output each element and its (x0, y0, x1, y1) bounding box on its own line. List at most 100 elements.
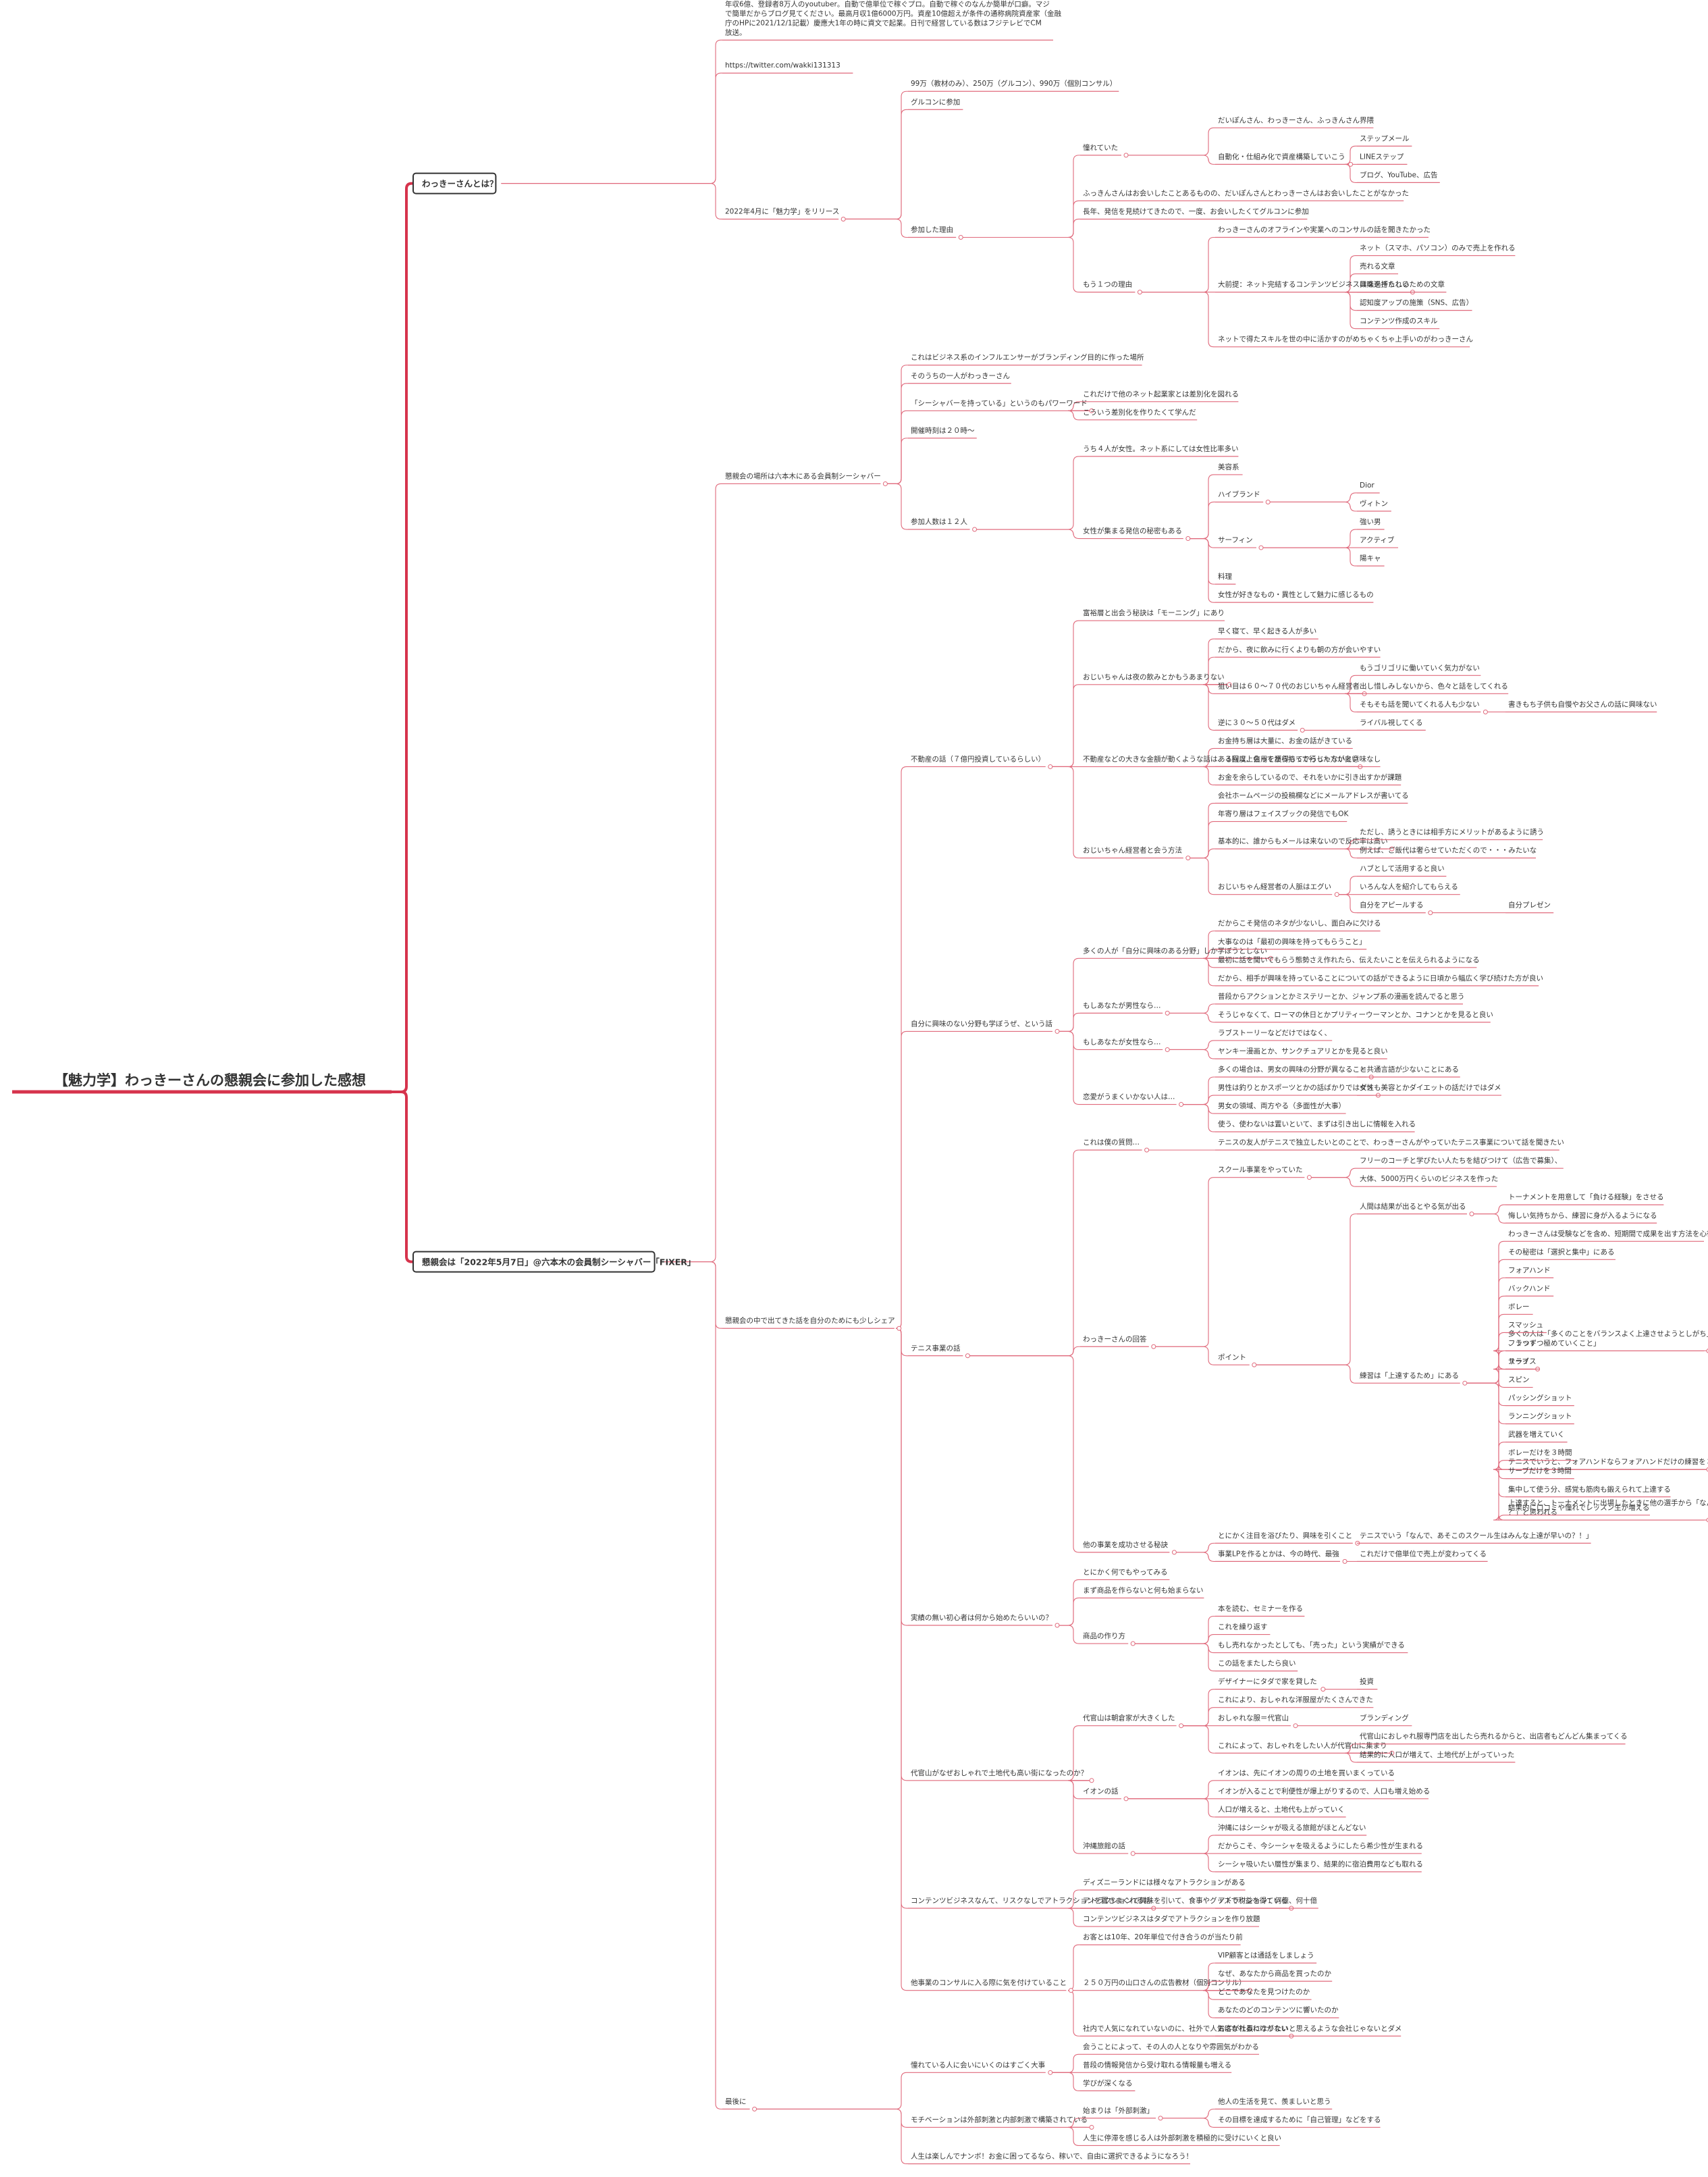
collapse-toggle-icon[interactable] (1165, 1047, 1170, 1052)
topic-level-2[interactable]: 2022年4月に「魅力学」をリリース (722, 207, 846, 221)
collapse-toggle-icon[interactable] (1179, 1723, 1184, 1729)
topic-level-6[interactable]: 大体、5000万円くらいのビジネスを作った (1357, 1174, 1498, 1187)
topic-level-5[interactable]: サーフィン (1215, 536, 1264, 550)
topic-level-5[interactable]: 男性は釣りとかスポーツとかの話ばかりではダメ (1215, 1083, 1381, 1098)
topic-level-4[interactable]: わっきーさんの回答 (1080, 1334, 1156, 1349)
topic-level-9[interactable]: スピン (1505, 1376, 1533, 1388)
topic-level-5[interactable]: シーシャ吸いたい層性が集まり、結果的に宿泊費用なども取れる (1215, 1860, 1423, 1872)
topic-level-5[interactable]: あなたのどのコンテンツに響いたのか (1215, 2005, 1339, 2018)
collapse-toggle-icon[interactable] (1320, 1687, 1326, 1692)
topic-level-3[interactable]: グルコンに参加 (908, 97, 963, 110)
collapse-toggle-icon[interactable] (1130, 1641, 1136, 1646)
topic-level-2[interactable]: 懇親会の中で出てきた話を自分のためにも少しシェア (722, 1316, 902, 1331)
topic-level-4[interactable]: 学びが深くなる (1080, 2078, 1136, 2091)
topic-level-4[interactable]: 商品の作り方 (1080, 1631, 1136, 1646)
topic-level-8[interactable]: 結果的に口コミや憧れでレッスン生が増える (1505, 1503, 1650, 1516)
topic-level-5[interactable]: おしゃれな服＝代官山 (1215, 1714, 1298, 1729)
collapse-toggle-icon[interactable] (1089, 408, 1094, 413)
topic-level-5[interactable]: 使う、使わないは置いといて、まずは引き出しに情報を入れる (1215, 1120, 1416, 1132)
topic-level-5[interactable]: これにより、おしゃれな洋服屋がたくさんできた (1215, 1696, 1374, 1708)
collapse-toggle-icon[interactable] (1348, 161, 1354, 167)
topic-level-6[interactable]: ステップメール (1357, 134, 1412, 147)
topic-level-5[interactable]: とにかく注目を浴びたり、興味を引くこと (1215, 1531, 1360, 1546)
collapse-toggle-icon[interactable] (1462, 1380, 1468, 1386)
topic-level-5[interactable]: ラブストーリーなどだけではなく、 (1215, 1028, 1333, 1041)
topic-level-4[interactable]: 恋愛がうまくいかない人は… (1080, 1093, 1184, 1107)
collapse-toggle-icon[interactable] (897, 1326, 902, 1331)
collapse-toggle-icon[interactable] (1227, 682, 1232, 687)
topic-level-4[interactable]: 長年、発信を見続けてきたので、一度、お会いしたくてグルコンに参加 (1080, 207, 1309, 220)
topic-level-6[interactable]: 興味を持たれるための文章 (1357, 280, 1447, 293)
topic-level-5[interactable]: アトラクション：何億、何十億 (1215, 1896, 1318, 1909)
topic-level-4[interactable]: うち４人が女性。ネット系にしては女性比率多い (1080, 444, 1238, 457)
topic-level-3[interactable]: そのうちの一人がわっきーさん (908, 371, 1011, 384)
topic-level-5[interactable]: だから、相手が興味を持っていることについての話ができるように日頃から幅広く学び続… (1215, 974, 1543, 987)
topic-level-3[interactable]: 参加した理由 (908, 226, 963, 240)
topic-level-6[interactable]: ブログ、YouTube、広告 (1357, 170, 1440, 184)
topic-level-2[interactable]: https://twitter.com/wakki131313 (722, 61, 853, 74)
topic-level-5[interactable]: 逆に３０〜５０代はダメ (1215, 718, 1305, 733)
topic-level-8[interactable]: バックハンド (1505, 1284, 1554, 1296)
topic-level-3[interactable]: 99万（教材のみ）、250万（グルコン）、990万（個別コンサル） (908, 79, 1119, 92)
collapse-toggle-icon[interactable] (1158, 2116, 1163, 2121)
topic-level-5[interactable]: わっきーさんのオフラインや実業へのコンサルの話を聞きたかった (1215, 226, 1431, 238)
collapse-toggle-icon[interactable] (1428, 910, 1433, 916)
topic-level-4[interactable]: 多くの人が「自分に興味のある分野」しか学ぼうとしない (1080, 946, 1273, 961)
topic-level-2[interactable]: 年収6億、登録者8万人のyoutuber。自動で億単位で稼ぐプロ。自動で稼ぐのな… (722, 0, 1061, 41)
main-branch-1[interactable]: わっきーさんとは？ (412, 172, 498, 194)
topic-level-4[interactable]: まず商品を作らないと何も始まらない (1080, 1585, 1204, 1599)
topic-level-4[interactable]: コンテンツビジネスはタダでアトラクションを作り放題 (1080, 1914, 1260, 1927)
topic-level-5[interactable]: スクール事業をやっていた (1215, 1165, 1312, 1180)
topic-level-8[interactable]: ボレー (1505, 1303, 1533, 1315)
collapse-toggle-icon[interactable] (1048, 2070, 1053, 2075)
collapse-toggle-icon[interactable] (1300, 727, 1305, 733)
topic-level-4[interactable]: ディズニーランドには様々なアトラクションがある (1080, 1878, 1246, 1891)
topic-level-6[interactable]: いろんな人を紹介してもらえる (1357, 883, 1460, 895)
topic-level-5[interactable]: 基本的に、誰からもメールは来ないので反応率は高い (1215, 837, 1395, 851)
topic-level-6[interactable]: 自分をアピールする (1357, 901, 1433, 916)
topic-level-3[interactable]: 憧れている人に会いにいくのはすごく大事 (908, 2060, 1053, 2075)
topic-level-3[interactable]: モチベーションは外部刺激と内部刺激で構築されている (908, 2115, 1094, 2130)
topic-level-2[interactable]: 懇親会の場所は六本木にある会員制シーシャバー (722, 471, 888, 486)
topic-level-5[interactable]: 料理 (1215, 572, 1236, 585)
topic-level-5[interactable]: お金を余らしているので、それをいかに引き出すかが課題 (1215, 772, 1402, 786)
collapse-toggle-icon[interactable] (1055, 1623, 1060, 1628)
topic-level-6[interactable]: ハブとして活用すると良い (1357, 864, 1447, 877)
topic-level-5[interactable]: 人口が増えると、土地代も上がっていく (1215, 1805, 1346, 1818)
topic-level-5[interactable]: イオンは、先にイオンの周りの土地を買いまくっている (1215, 1768, 1395, 1781)
collapse-toggle-icon[interactable] (1268, 955, 1273, 961)
topic-level-8[interactable]: フォアハンド (1505, 1266, 1554, 1278)
topic-level-5[interactable]: だからこそ発信のネタが少ないし、面白みに欠ける (1215, 919, 1381, 932)
topic-level-3[interactable]: 「シーシャバーを持っている」というのもパワーワード (908, 398, 1094, 413)
topic-level-5[interactable]: VIP顧客とは通話をしましょう (1215, 1951, 1317, 1964)
topic-level-7[interactable]: テニスでいうと、フォアハンドならフォアハンドだけの練習を３時間やる (1505, 1457, 1708, 1472)
collapse-toggle-icon[interactable] (1389, 1750, 1395, 1756)
collapse-toggle-icon[interactable] (1306, 1175, 1312, 1180)
topic-level-5[interactable]: イオンが入ることで利便性が爆上がりするので、人口も増え始める (1215, 1787, 1430, 1800)
topic-level-3[interactable]: 代官山がなぜおしゃれで土地代も高い街になったのか？ (908, 1768, 1094, 1783)
topic-level-5[interactable]: 狙い目は６０〜７０代のおじいちゃん経営者 (1215, 681, 1367, 696)
collapse-toggle-icon[interactable] (972, 527, 978, 532)
collapse-toggle-icon[interactable] (1334, 892, 1339, 897)
topic-level-4[interactable]: これは僕の質問… (1080, 1138, 1150, 1153)
topic-level-4[interactable]: おじいちゃん経営者と会う方法 (1080, 846, 1191, 861)
collapse-toggle-icon[interactable] (882, 481, 888, 486)
topic-level-6[interactable]: ライバル視してくる (1357, 718, 1426, 731)
collapse-toggle-icon[interactable] (1483, 709, 1488, 714)
collapse-toggle-icon[interactable] (958, 235, 963, 240)
topic-level-5[interactable]: 事業LPを作るとかは、今の時代、最強 (1215, 1549, 1347, 1564)
collapse-toggle-icon[interactable] (1258, 545, 1264, 550)
topic-level-4[interactable]: もしあなたが女性なら… (1080, 1037, 1170, 1052)
topic-level-5[interactable]: この話をまたしたら良い (1215, 1659, 1298, 1672)
collapse-toggle-icon[interactable] (1165, 1010, 1170, 1016)
topic-level-5[interactable]: おじいちゃん経営者の人脈はエグい (1215, 883, 1339, 897)
topic-level-2[interactable]: 最後に (722, 2097, 757, 2112)
collapse-toggle-icon[interactable] (1055, 1028, 1060, 1034)
topic-level-6[interactable]: 女性も美容とかダイエットの話だけではダメ (1357, 1083, 1501, 1096)
topic-level-6[interactable]: ブランディング (1357, 1714, 1412, 1727)
collapse-toggle-icon[interactable] (1151, 1344, 1156, 1349)
topic-level-3[interactable]: 人生は楽しんでナンボ！お金に困ってるなら、稼いで、自由に選択できるようになろう！ (908, 2151, 1193, 2165)
topic-level-4[interactable]: 始まりは「外部刺激」 (1080, 2106, 1163, 2121)
topic-level-5[interactable]: ある程度、信用を獲得してからじゃないと意味なし (1215, 754, 1381, 768)
topic-level-8[interactable]: サーブだけを３時間 (1505, 1467, 1574, 1479)
